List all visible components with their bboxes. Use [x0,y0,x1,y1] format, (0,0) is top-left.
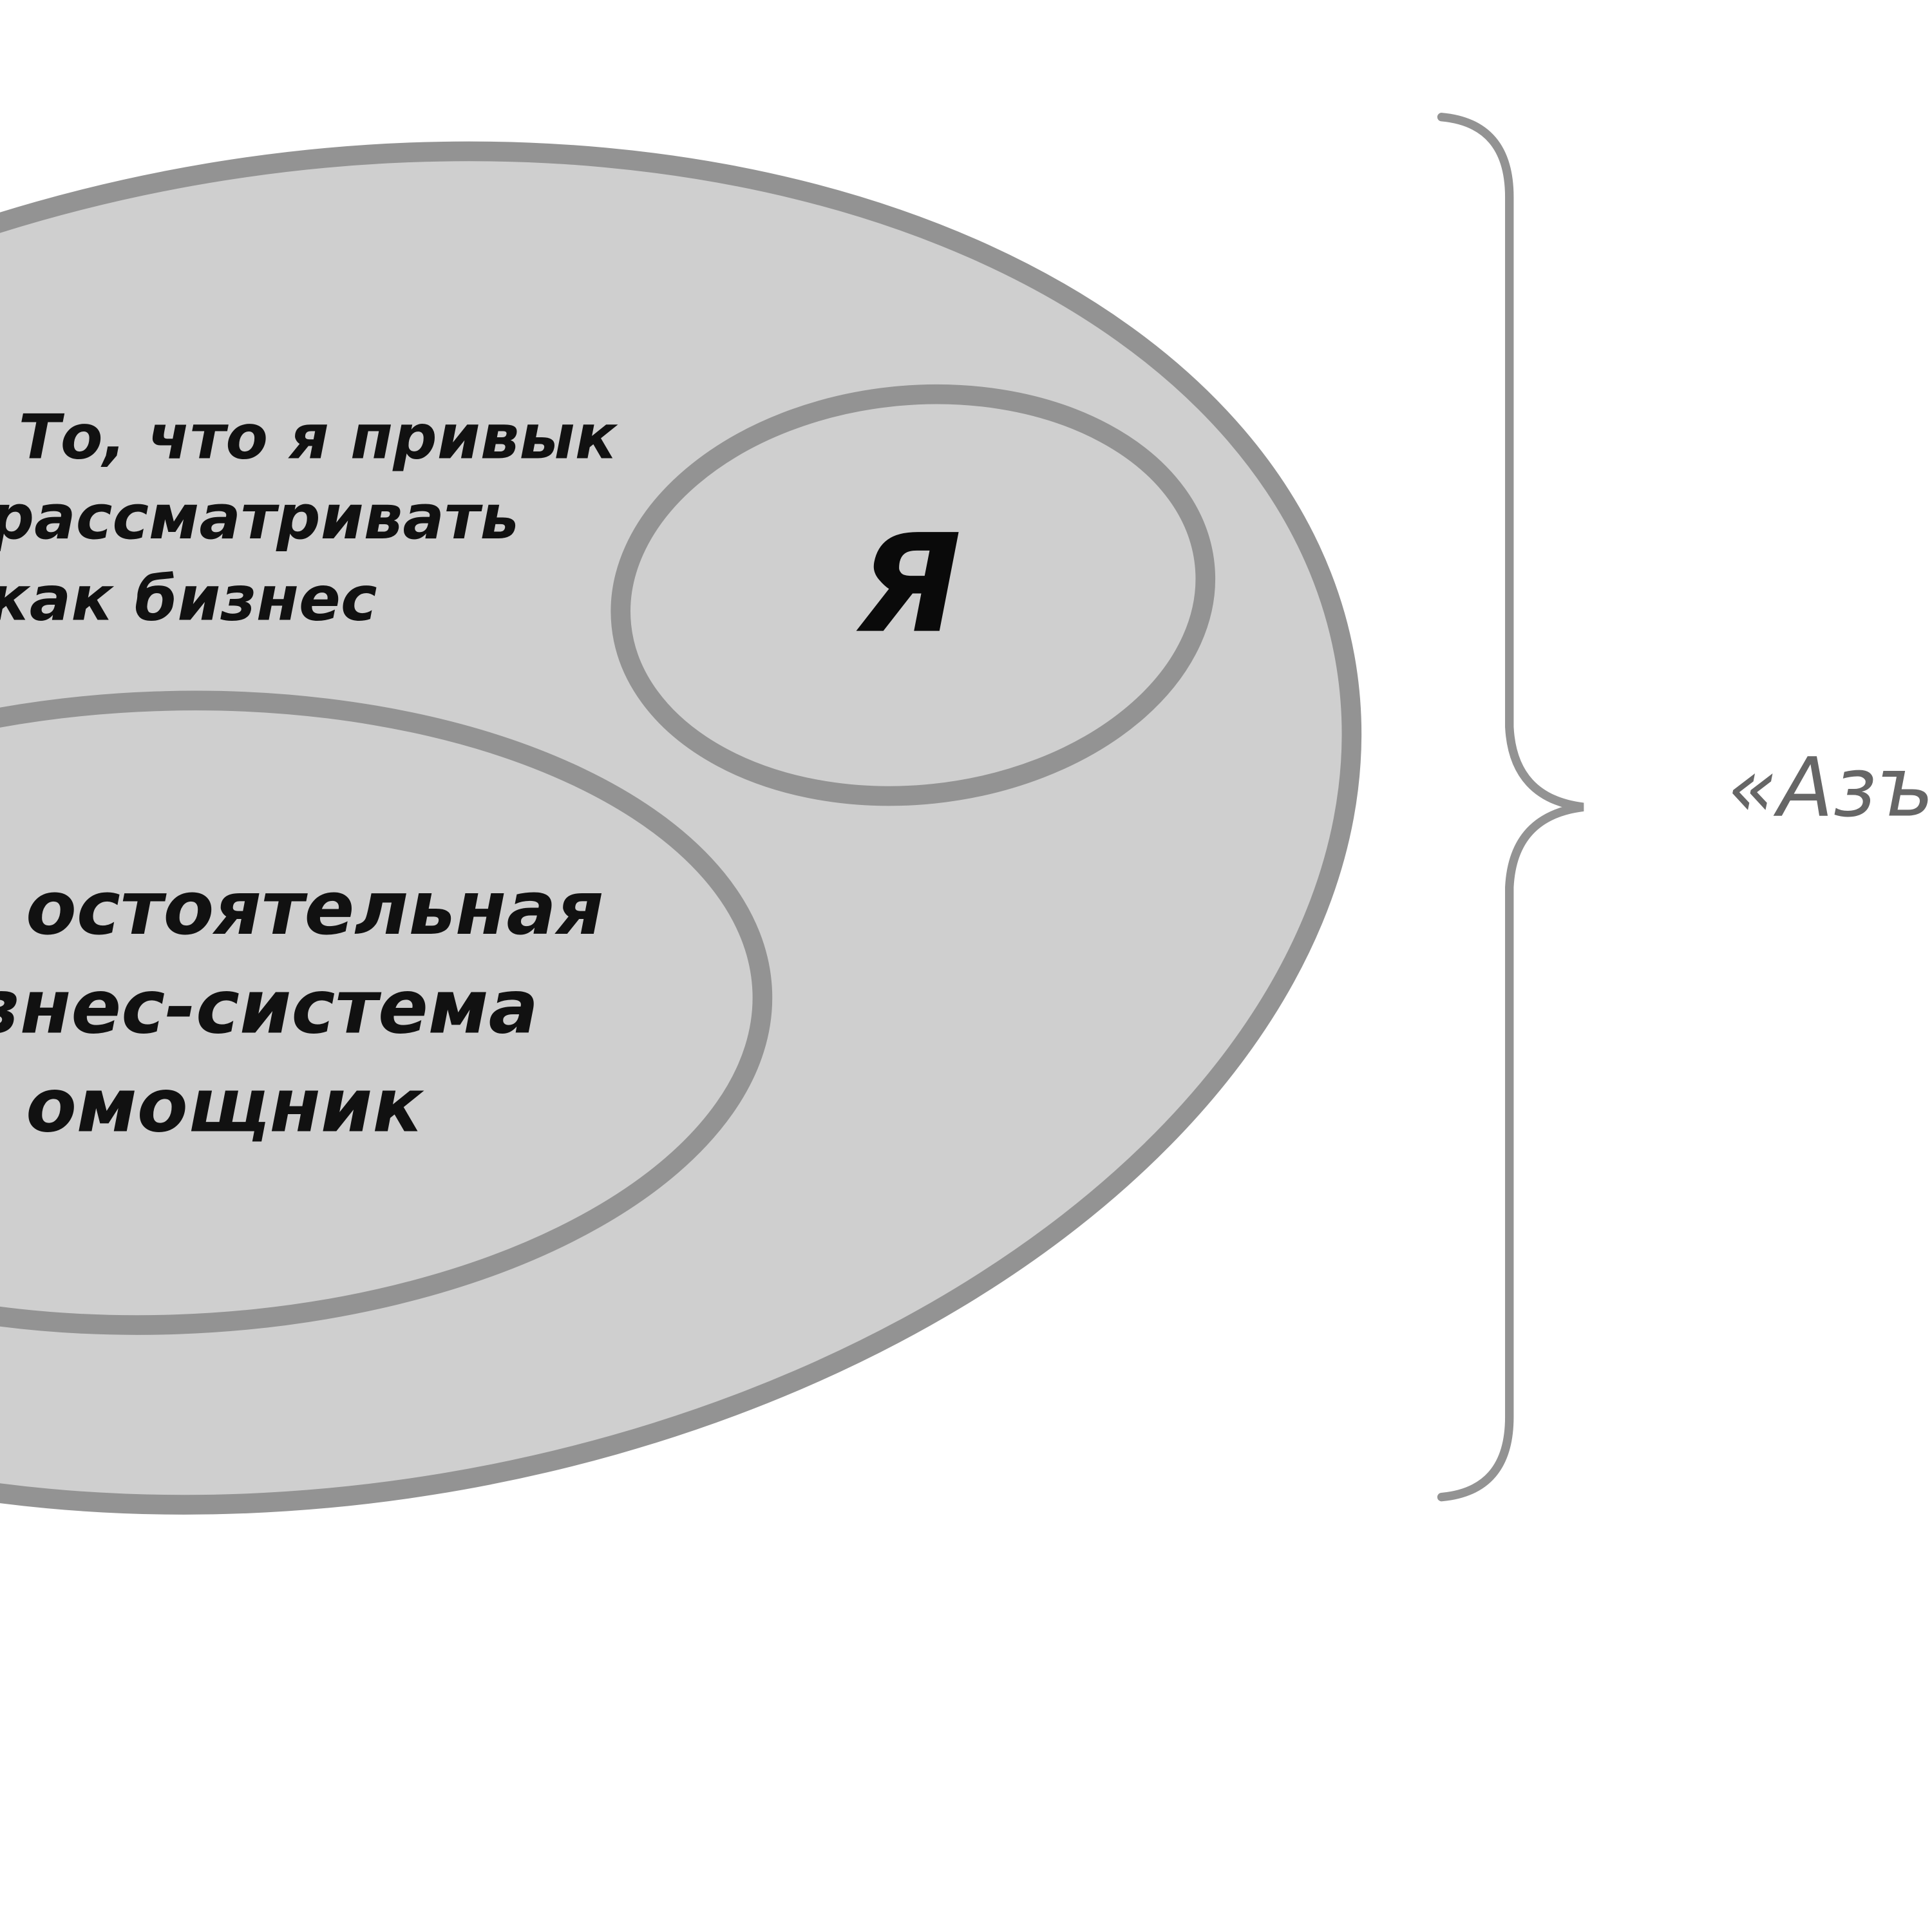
business-system-label: остоятельная знес-система омощник [0,866,603,1149]
curly-brace [1437,113,1584,1502]
business-label-line: как бизнес [0,562,377,634]
inner-ellipse-self [611,384,1216,806]
business-system-label-line: остоятельная [26,866,603,952]
side-label: «Азъ [1727,741,1932,835]
business-system-label-line: знес-система [0,964,538,1050]
inner-ellipse-business-system [0,690,773,1335]
self-label: Я [856,506,961,663]
business-label: То, что я привык рассматривать как бизне… [0,401,618,635]
business-label-line: рассматривать [0,481,519,553]
business-label-line: То, что я привык [19,401,618,473]
business-system-label-line: омощник [26,1063,424,1149]
